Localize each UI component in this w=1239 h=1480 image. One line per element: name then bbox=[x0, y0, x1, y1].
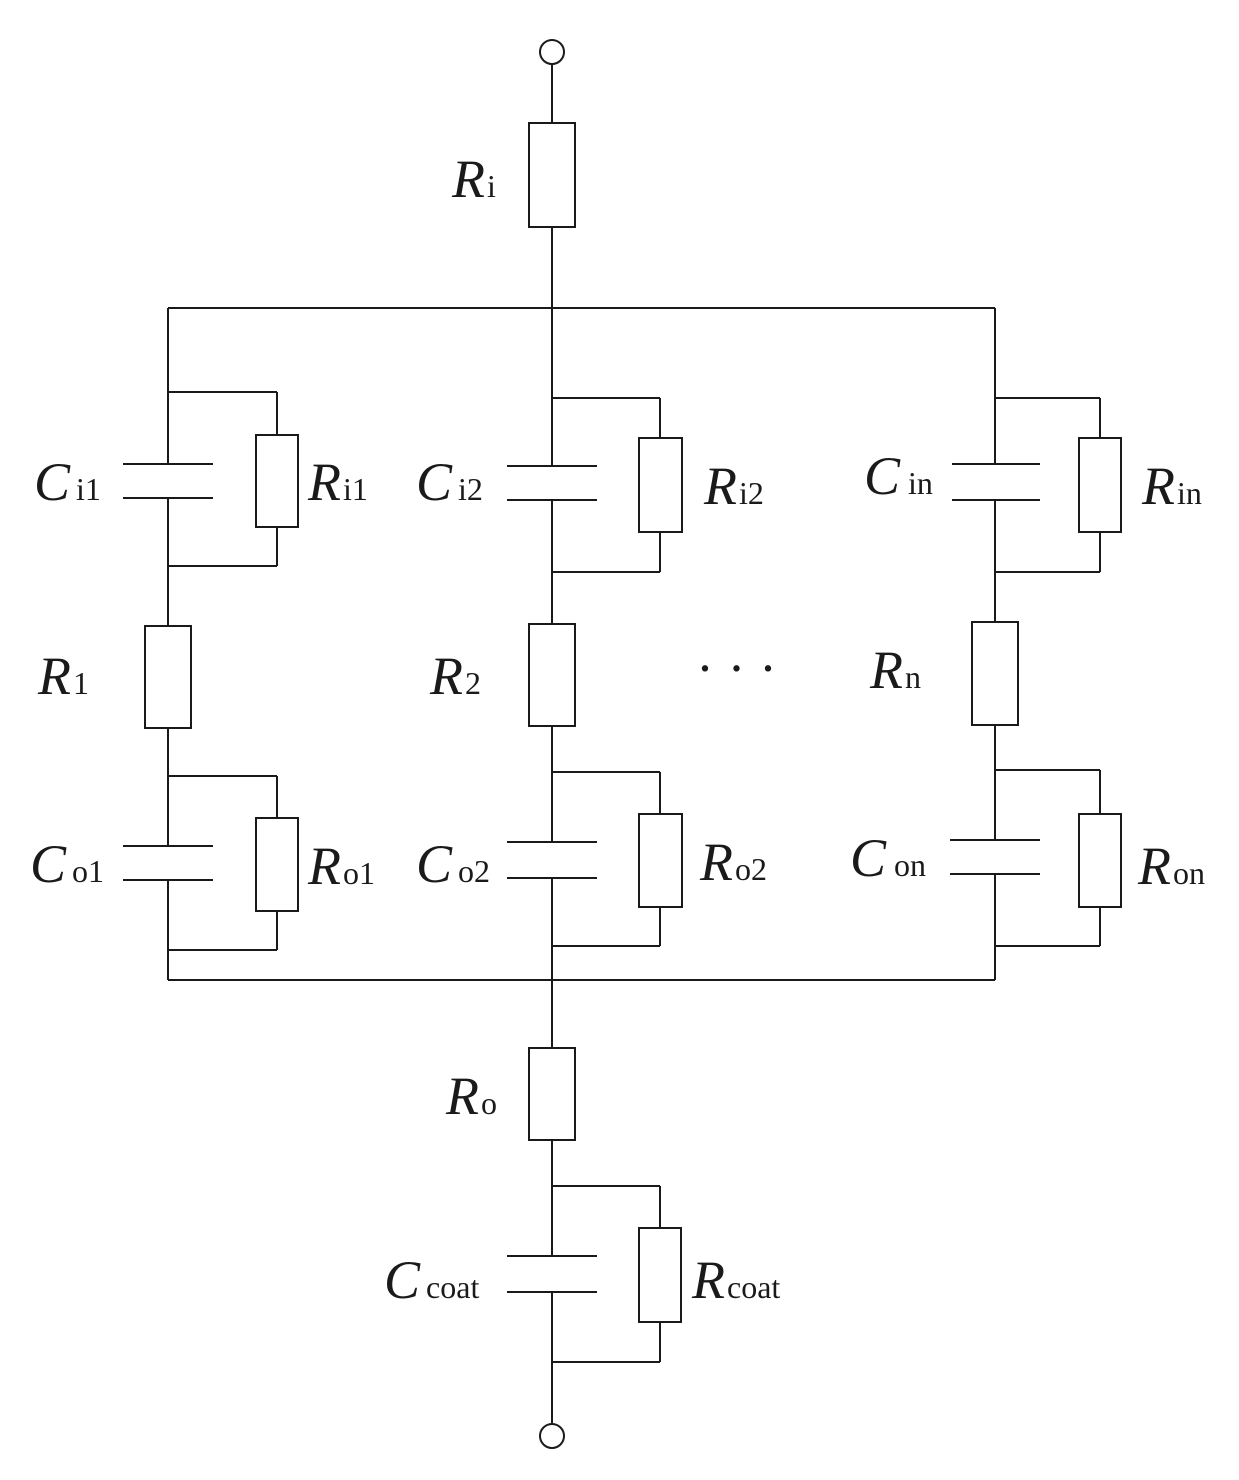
resistor-Rin bbox=[1078, 437, 1122, 533]
resistor-Ro2 bbox=[638, 813, 683, 908]
label-Rn: Rn bbox=[869, 640, 921, 700]
label-Ro: Ro bbox=[445, 1066, 497, 1126]
bottom-terminal bbox=[539, 1423, 565, 1449]
label-Ro2: Ro2 bbox=[699, 832, 767, 892]
label-Ri1: Ri1 bbox=[307, 452, 368, 512]
resistor-Ri1 bbox=[255, 434, 299, 528]
top-terminal bbox=[539, 39, 565, 65]
capacitor-Co1 bbox=[123, 845, 213, 881]
resistor-Ro bbox=[528, 1047, 576, 1141]
resistor-Ron bbox=[1078, 813, 1122, 908]
label-Rcoat: Rcoat bbox=[691, 1250, 780, 1310]
resistor-Ro1 bbox=[255, 817, 299, 912]
label-Ri2: Ri2 bbox=[703, 456, 764, 516]
ellipsis: · · · bbox=[696, 638, 777, 698]
capacitor-Co2 bbox=[507, 841, 597, 879]
resistor-Rcoat bbox=[638, 1227, 682, 1323]
capacitor-Cin bbox=[952, 463, 1040, 501]
resistor-R2 bbox=[528, 623, 576, 727]
wires bbox=[167, 64, 1101, 1424]
label-R1: R1 bbox=[37, 646, 89, 706]
resistor-Rn bbox=[971, 621, 1019, 726]
capacitor-Ci1 bbox=[123, 463, 213, 499]
resistor-Ri bbox=[528, 122, 576, 228]
resistor-R1 bbox=[144, 625, 192, 729]
label-Rin: Rin bbox=[1141, 456, 1202, 516]
label-Ri: Ri bbox=[451, 149, 496, 209]
capacitor-Ci2 bbox=[507, 465, 597, 501]
capacitor-Con bbox=[950, 839, 1040, 875]
label-Ro1: Ro1 bbox=[307, 836, 375, 896]
label-Ron: Ron bbox=[1137, 836, 1205, 896]
label-R2: R2 bbox=[429, 646, 481, 706]
capacitor-Ccoat bbox=[507, 1255, 597, 1293]
resistor-Ri2 bbox=[638, 437, 683, 533]
